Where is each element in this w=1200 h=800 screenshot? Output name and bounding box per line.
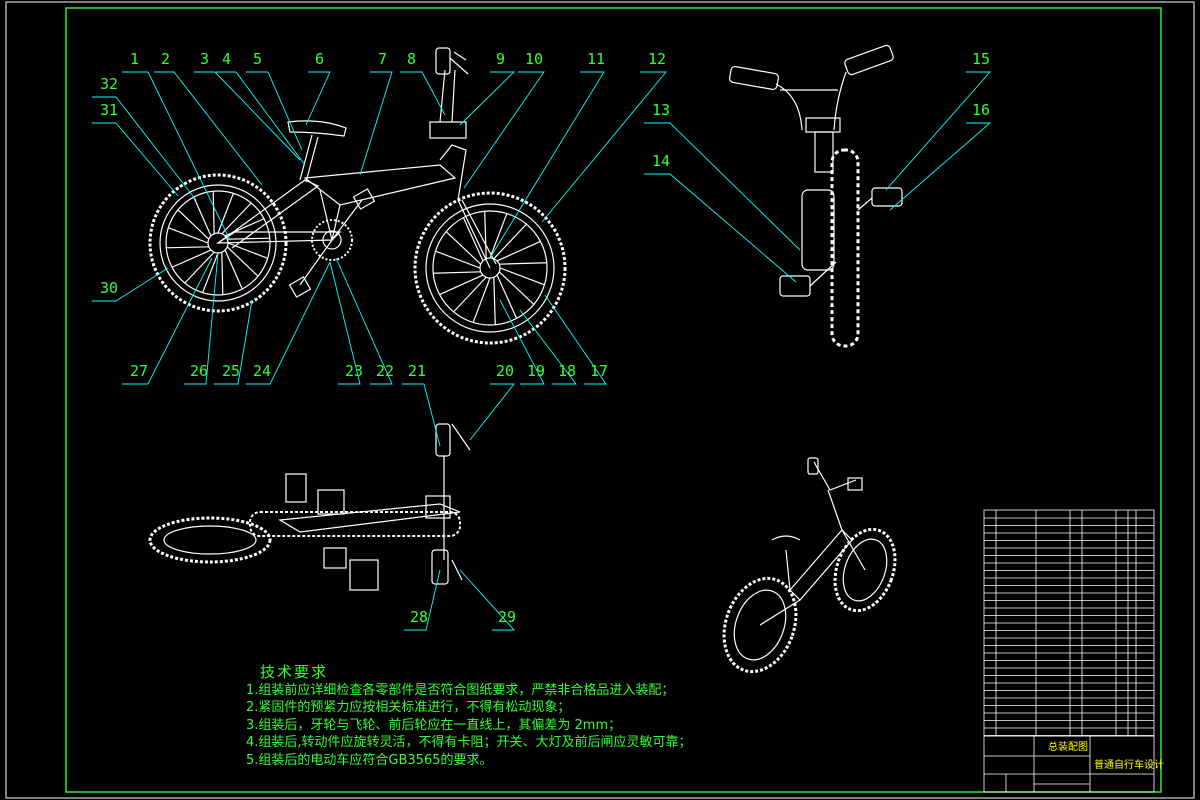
callout-15: 15 (972, 50, 990, 68)
callout-7: 7 (378, 50, 387, 68)
tech-requirements-title: 技术要求 (260, 663, 329, 681)
spoke (226, 246, 259, 277)
callout-25: 25 (222, 362, 240, 380)
spoke (202, 252, 219, 293)
spoke (224, 249, 243, 290)
spoke (499, 262, 547, 265)
callout-1: 1 (130, 50, 139, 68)
spoke (462, 217, 484, 262)
spoke (177, 209, 210, 240)
spoke (496, 240, 541, 262)
requirement-1: 1.组装前应详细检查各零部件是否符合图纸要求，严禁非合格品进入装配； (246, 682, 675, 698)
callout-28: 28 (410, 608, 428, 626)
callout-31: 31 (100, 101, 118, 119)
callout-2: 2 (161, 50, 170, 68)
inner-frame (65, 7, 1162, 793)
leader-lines (92, 71, 992, 631)
callout-21: 21 (408, 362, 426, 380)
spoke (439, 274, 484, 296)
spoke (493, 277, 496, 325)
bicycle-front-view (729, 44, 903, 348)
requirement-2: 2.紧固件的预紧力应按相关标准进行，不得有松动现象； (246, 700, 571, 715)
spoke (496, 274, 518, 319)
spoke (489, 213, 508, 259)
callout-23: 23 (345, 362, 363, 380)
spoke (453, 276, 487, 313)
callout-29: 29 (498, 608, 516, 626)
technical-requirements: 技术要求 1.组装前应详细检查各零部件是否符合图纸要求，严禁非合格品进入装配； … (246, 663, 966, 769)
project-name: 普通自行车设计 (1094, 758, 1164, 771)
spoke (484, 211, 487, 259)
spoke (433, 271, 481, 274)
spoke (445, 231, 482, 265)
bicycle-top-view (148, 423, 471, 591)
spoke (217, 193, 234, 234)
callout-18: 18 (558, 362, 576, 380)
callout-3: 3 (200, 50, 209, 68)
spoke (227, 237, 270, 240)
callout-30: 30 (100, 279, 118, 297)
spoke (499, 267, 545, 286)
callout-22: 22 (376, 362, 394, 380)
callout-14: 14 (652, 152, 670, 170)
callout-5: 5 (253, 50, 262, 68)
callout-24: 24 (253, 362, 271, 380)
callout-9: 9 (496, 50, 505, 68)
callout-26: 26 (190, 362, 208, 380)
spoke (227, 242, 268, 259)
callout-17: 17 (590, 362, 608, 380)
spoke (184, 251, 215, 284)
callout-10: 10 (525, 50, 543, 68)
spoke (498, 271, 535, 305)
spoke (166, 246, 209, 249)
bicycle-side-view (148, 47, 567, 345)
spoke (193, 196, 212, 237)
callout-20: 20 (496, 362, 514, 380)
spoke (221, 252, 224, 295)
spoke (435, 250, 481, 269)
bicycle-isometric-view (722, 457, 897, 674)
callout-8: 8 (407, 50, 416, 68)
callout-6: 6 (315, 50, 324, 68)
title-block (983, 509, 1155, 793)
requirement-4: 4.组装后,转动件应旋转灵活，不得有卡阻；开关、大灯及前后闸应灵敏可靠； (246, 735, 692, 750)
callout-13: 13 (652, 101, 670, 119)
spoke (212, 191, 215, 234)
callout-11: 11 (587, 50, 605, 68)
spoke (221, 202, 252, 235)
requirement-5: 5.组装后的电动车应符合GB3565的要求。 (246, 752, 493, 768)
callout-16: 16 (972, 101, 990, 119)
callout-19: 19 (527, 362, 545, 380)
requirement-3: 3.组装后，牙轮与飞轮、前后轮应在一直线上，其偏差为 2mm； (246, 717, 622, 733)
spoke (168, 227, 209, 244)
spoke (171, 249, 212, 268)
drawing-name: 总装配图 (1048, 740, 1088, 753)
outer-border (5, 1, 1195, 799)
callout-12: 12 (648, 50, 666, 68)
spoke (493, 223, 527, 260)
callout-4: 4 (222, 50, 231, 68)
spoke (472, 277, 491, 323)
callout-32: 32 (100, 75, 118, 93)
callout-27: 27 (130, 362, 148, 380)
